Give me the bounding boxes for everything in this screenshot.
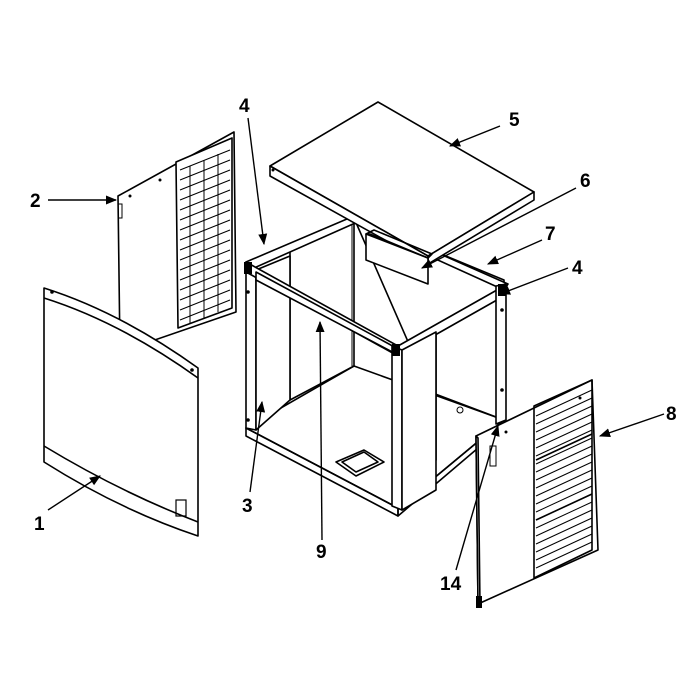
callout-3: 3: [242, 496, 253, 517]
callout-1: 1: [34, 514, 45, 535]
callout-9: 9: [316, 542, 327, 563]
callout-2: 2: [30, 191, 41, 212]
left-panel-louvers: [179, 149, 231, 324]
top-bracket: [365, 229, 433, 285]
right-panel-louvers: [535, 389, 593, 569]
callout-5: 5: [509, 110, 520, 131]
callout-leaders: [47, 117, 665, 571]
callout-4-left: 4: [239, 96, 250, 117]
left-side-panel: [117, 131, 237, 353]
callout-4-right: 4: [572, 258, 583, 279]
right-side-panel: [475, 379, 599, 608]
callout-7: 7: [545, 224, 556, 245]
callout-labels: 1 2 3 4 4 5 6 7 8 9 14: [30, 96, 677, 595]
callout-6: 6: [580, 171, 591, 192]
callout-14: 14: [440, 574, 462, 595]
front-panel: [43, 287, 199, 537]
callout-8: 8: [666, 404, 677, 425]
top-cover: [269, 101, 535, 265]
drain-tray: [335, 449, 385, 477]
